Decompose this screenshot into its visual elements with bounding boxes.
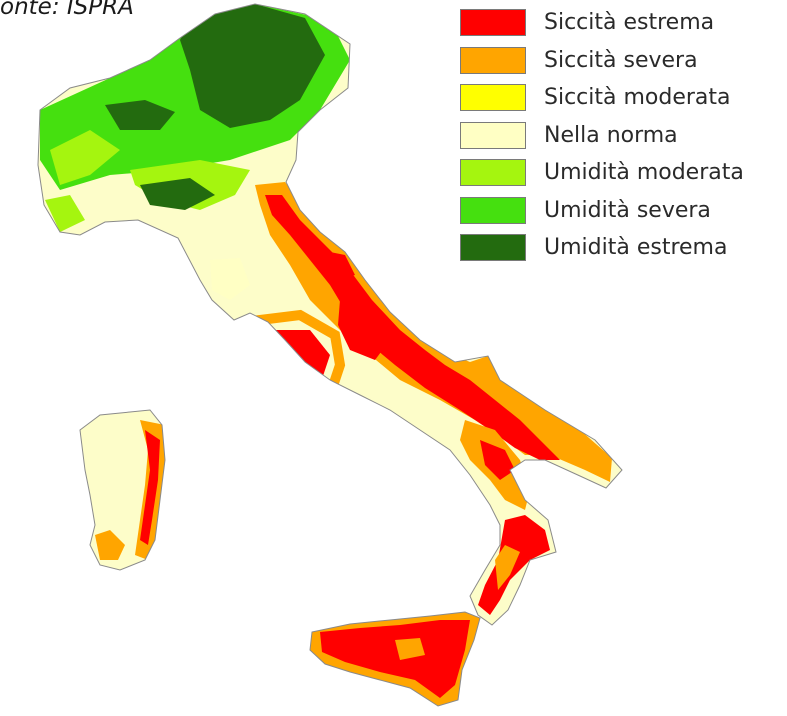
legend-label: Umidità moderata [544,160,744,186]
legend-item-nella-norma: Nella norma [460,117,744,155]
source-caption: onte: ISPRA [0,0,134,20]
sicily [309,611,481,707]
legend-item-siccita-severa: Siccità severa [460,42,744,80]
legend-label: Siccità severa [544,47,698,73]
legend-label: Nella norma [544,122,678,148]
legend-item-siccita-estrema: Siccità estrema [460,4,744,42]
legend-swatch [460,159,526,187]
legend-swatch [460,84,526,112]
legend-swatch [460,9,526,37]
legend-label: Siccità moderata [544,85,731,111]
legend-item-siccita-moderata: Siccità moderata [460,79,744,117]
legend-swatch [460,46,526,74]
legend-item-umidita-severa: Umidità severa [460,192,744,230]
legend-swatch [460,234,526,262]
legend-swatch [460,196,526,224]
legend-label: Siccità estrema [544,10,715,36]
sardinia [79,409,166,571]
legend: Siccità estrema Siccità severa Siccità m… [460,4,744,267]
legend-label: Umidità severa [544,197,711,223]
legend-item-umidita-estrema: Umidità estrema [460,229,744,267]
legend-item-umidita-moderata: Umidità moderata [460,154,744,192]
legend-label: Umidità estrema [544,235,728,261]
legend-swatch [460,121,526,149]
